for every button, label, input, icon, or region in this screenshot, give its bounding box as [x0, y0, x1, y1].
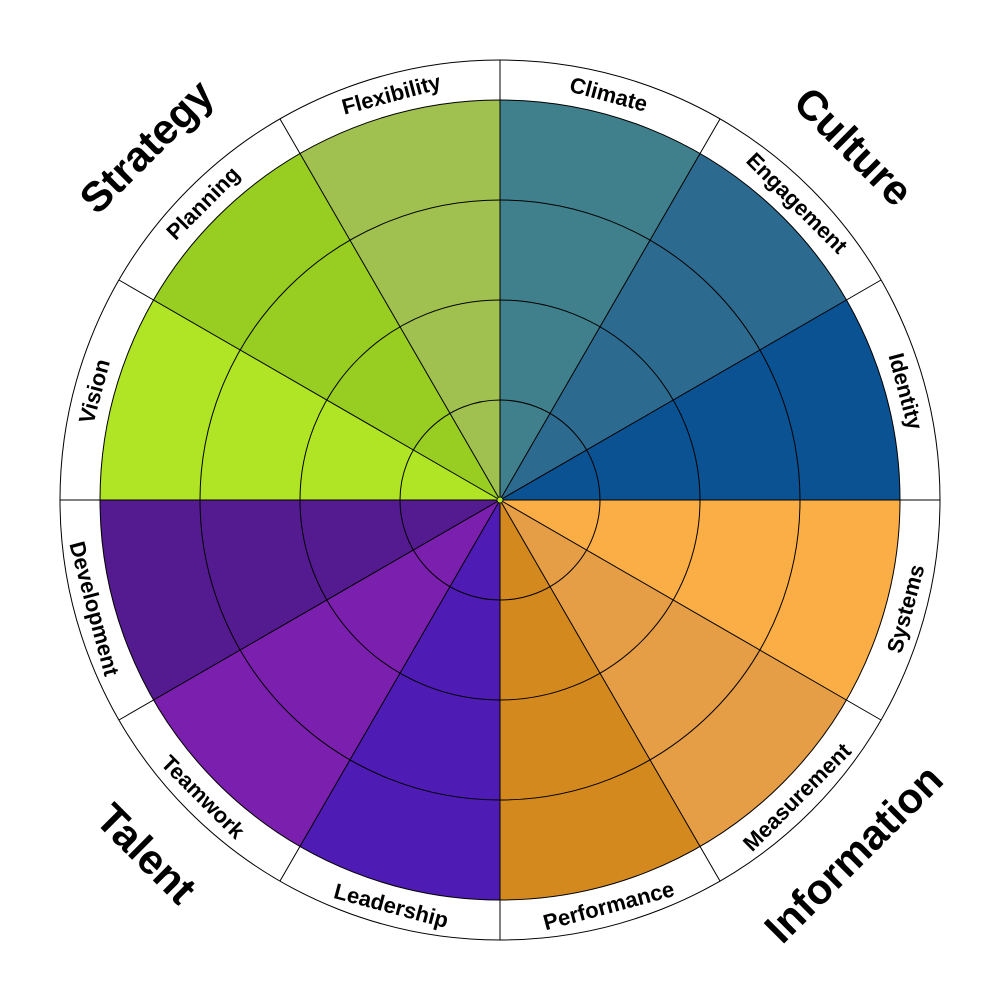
spokes: [60, 60, 940, 940]
center-dot: [496, 496, 504, 504]
spoke: [499, 499, 721, 882]
wedge-climate[interactable]: [500, 100, 700, 500]
wedge-planning[interactable]: [153, 153, 500, 500]
wedge-flexibility[interactable]: [300, 100, 500, 500]
wedge-engagement[interactable]: [500, 153, 847, 500]
spoke: [499, 499, 882, 721]
wedge-development[interactable]: [100, 500, 500, 700]
wedges: [59, 59, 941, 941]
spoke: [279, 118, 501, 501]
wedge-systems[interactable]: [500, 500, 900, 700]
wedge-identity[interactable]: [500, 300, 900, 500]
spoke: [499, 118, 721, 501]
wedge-vision[interactable]: [100, 300, 500, 500]
spoke: [118, 279, 501, 501]
spoke: [499, 279, 882, 501]
wedge-leadership[interactable]: [300, 500, 500, 900]
wedge-measurement[interactable]: [500, 500, 847, 847]
group-label-talent: Talent: [87, 794, 205, 912]
spoke: [118, 499, 501, 721]
spoke: [279, 499, 501, 882]
wedge-teamwork[interactable]: [153, 500, 500, 847]
wedge-performance[interactable]: [500, 500, 700, 900]
